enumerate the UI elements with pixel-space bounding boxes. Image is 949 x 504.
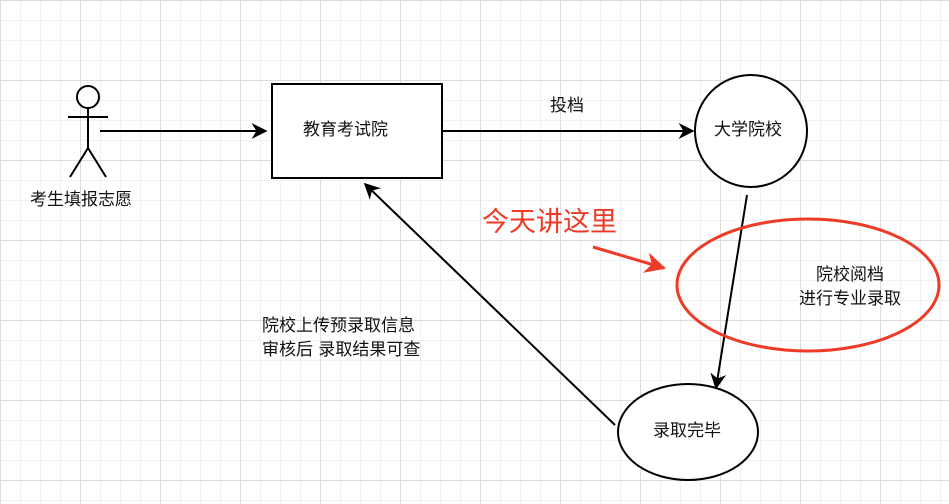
node-admission-done-circle	[617, 383, 759, 481]
node-exam-institute-box	[271, 83, 443, 179]
highlight-label-line1: 院校阅档	[816, 265, 884, 285]
red-pointer-arrow	[592, 245, 667, 273]
edge-file-submit-label: 投档	[550, 96, 584, 116]
actor-label: 考生填报志愿	[30, 190, 132, 210]
today-topic-annotation: 今天讲这里	[482, 207, 617, 238]
node-exam-institute-label: 教育考试院	[303, 120, 388, 140]
highlight-ellipse	[675, 217, 941, 353]
actor-figure-icon	[68, 85, 108, 178]
edge-done-to-institute	[363, 182, 616, 426]
node-university-label: 大学院校	[714, 120, 782, 140]
feedback-label-line2: 审核后 录取结果可查	[262, 340, 421, 360]
node-admission-done-label: 录取完毕	[653, 421, 721, 441]
highlight-label-line2: 进行专业录取	[799, 289, 901, 309]
edge-university-to-done	[710, 194, 748, 390]
feedback-label-line1: 院校上传预录取信息	[262, 316, 415, 336]
node-university-circle	[694, 74, 808, 188]
